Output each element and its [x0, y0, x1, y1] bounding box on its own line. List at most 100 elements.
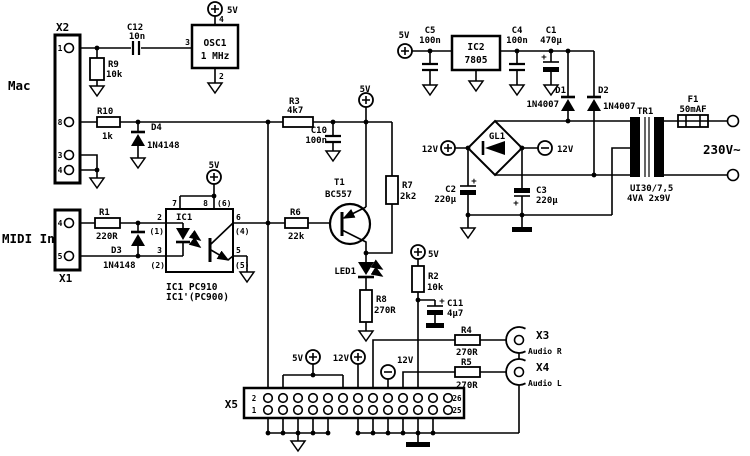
resistor-r4: R4 270R — [454, 326, 481, 358]
osc1-5v-label: 5V — [227, 6, 238, 16]
supply-plus-icons — [206, 1, 456, 365]
d1-ref: D1 — [555, 86, 566, 96]
x5-12v-label: 12V — [333, 354, 350, 364]
wires-driver-section — [267, 107, 393, 394]
r2-value: 10k — [427, 283, 444, 293]
ic1-light-arrow-icon — [188, 236, 202, 248]
d3-ref: D3 — [111, 246, 122, 256]
x2-pin8: 8 — [58, 118, 63, 127]
resistor-r9: R9 10k — [89, 57, 123, 81]
r3-value: 4k7 — [287, 106, 303, 116]
r9-ref: R9 — [108, 60, 119, 70]
c1-ref: C1 — [546, 26, 557, 36]
x4-name: Audio L — [528, 378, 562, 388]
gl1-ref: GL1 — [489, 132, 505, 142]
c4-ref: C4 — [512, 26, 523, 36]
midi-in-label: MIDI In — [2, 231, 55, 246]
c12-value: 10n — [129, 32, 145, 42]
ic1-pin8-alt: (6) — [217, 199, 231, 208]
r4-ref: R4 — [461, 326, 472, 336]
capacitor-c1: + C1 470µ — [540, 26, 562, 72]
r4-value: 270R — [456, 348, 478, 358]
wires-midi-section — [73, 184, 342, 272]
connector-x3: X3 Audio R — [505, 326, 562, 356]
capacitor-c2: + C2 220µ — [434, 177, 477, 205]
led-light-arrow-icon — [370, 259, 384, 270]
plus12v-label: 12V — [422, 145, 439, 155]
connector-x4: X4 Audio L — [505, 358, 562, 388]
ic2-ref: IC2 — [467, 42, 484, 53]
d2-ref: D2 — [598, 86, 609, 96]
c2-plus: + — [471, 177, 477, 187]
resistor-r10: R10 1k — [96, 107, 121, 142]
r10-value: 1k — [102, 132, 113, 142]
capacitor-c10: C10 100n — [305, 126, 341, 146]
tr1-rating: 4VA 2x9V — [627, 194, 671, 204]
r3-ref: R3 — [289, 97, 300, 107]
ic1-pin5: 5 — [236, 246, 241, 255]
c2-value: 220µ — [434, 195, 456, 205]
wires-r2-c11 — [417, 259, 436, 394]
capacitor-c12: C12 10n — [127, 23, 145, 55]
diode-d1: D1 1N4007 — [526, 86, 575, 111]
d2-value: 1N4007 — [603, 102, 636, 112]
capacitor-c4: C4 100n — [506, 26, 528, 72]
c5-value: 100n — [419, 36, 441, 46]
mains-terminals: 230V~ — [703, 114, 741, 182]
d3-value: 1N4148 — [103, 261, 136, 271]
connector-x2: X2 Mac 1 8 3 4 — [8, 21, 82, 185]
mac-label: Mac — [8, 78, 31, 93]
resistor-r6: R6 22k — [284, 208, 309, 242]
d4-value: 1N4148 — [147, 141, 180, 151]
connector-x1: MIDI In X1 4 5 — [2, 208, 82, 285]
led-light-arrow-icon — [370, 266, 384, 277]
x3-name: Audio R — [528, 346, 562, 356]
ic1-pin8: 8 — [203, 199, 208, 208]
resistor-r7: R7 2k2 — [385, 175, 416, 205]
x2-pin1: 1 — [58, 44, 63, 53]
ground-bar-icons — [406, 227, 532, 447]
ic1-pin3-alt: (2) — [151, 261, 165, 270]
x2-label: X2 — [56, 21, 69, 34]
resistor-r1: R1 220R — [94, 208, 121, 242]
ic2-regulator: IC2 7805 — [450, 34, 502, 72]
r1-ref: R1 — [99, 208, 110, 218]
c12-ref: C12 — [127, 23, 143, 33]
ic1-pin5-alt: (5) — [235, 261, 249, 270]
x5-5v-label: 5V — [292, 354, 303, 364]
ic1-led-icon — [176, 228, 190, 240]
osc1-ref: OSC1 — [204, 38, 227, 49]
supply-minus-icons — [380, 140, 553, 380]
d4-ref: D4 — [151, 123, 162, 133]
x5-pin26: 26 — [452, 394, 462, 403]
x2-pin3: 3 — [58, 151, 63, 160]
x5-pin2: 2 — [252, 394, 257, 403]
t1-value: BC557 — [325, 190, 352, 200]
r8-value: 270R — [374, 306, 396, 316]
r8-ref: R8 — [376, 295, 387, 305]
r2-ref: R2 — [428, 272, 439, 282]
f1-value: 50mAF — [679, 105, 706, 115]
x1-pin4: 4 — [58, 219, 63, 228]
wires-mac-section — [74, 16, 268, 178]
led1-ref: LED1 — [334, 267, 356, 277]
c10-value: 100n — [305, 136, 327, 146]
led1: LED1 — [334, 259, 384, 279]
r7-value: 2k2 — [400, 192, 416, 202]
capacitor-c5: C5 100n — [419, 26, 441, 72]
r9-value: 10k — [106, 70, 123, 80]
mains-label: 230V~ — [703, 142, 741, 157]
ic1-pin2: 2 — [157, 213, 162, 222]
x2-pin4: 4 — [58, 166, 63, 175]
diode-d2: D2 1N4007 — [587, 86, 636, 112]
c1-value: 470µ — [540, 36, 562, 46]
ground-arrow-icons — [88, 80, 560, 453]
ic1-optocoupler: IC1 7 8 (6) 2 (1) 3 (2) 6 (4) 5 (5) IC1 … — [150, 161, 250, 303]
resistor-r2: 5V R2 10k — [411, 250, 444, 293]
osc1-value: 1 MHz — [201, 51, 230, 62]
c11-ref: C11 — [447, 299, 463, 309]
r2-5v-label: 5V — [428, 250, 439, 260]
osc1-pin2: 2 — [219, 72, 224, 81]
t1-ref: T1 — [334, 178, 345, 188]
